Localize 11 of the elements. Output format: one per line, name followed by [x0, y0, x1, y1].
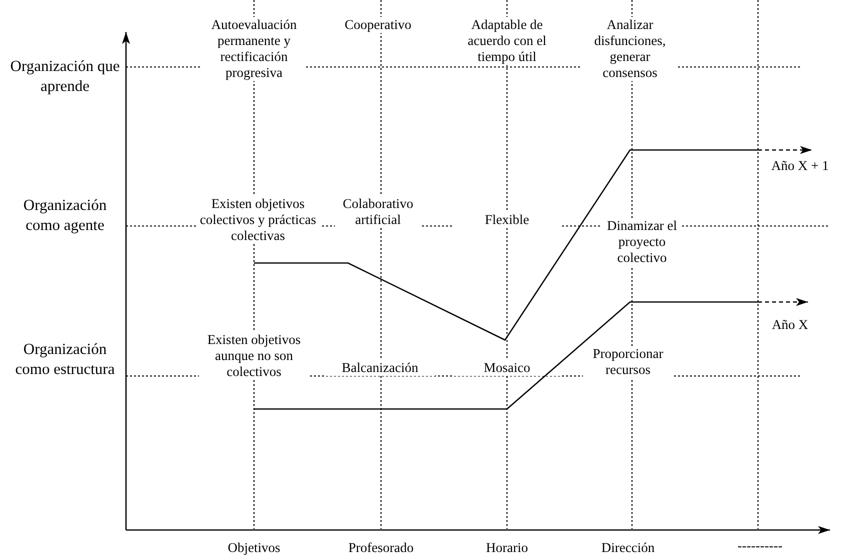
cell-text: Proporcionar recursos [583, 346, 673, 378]
level-label: Organización que aprende [9, 57, 121, 97]
cell-text: Existen objetivos colectivos y prácticas colectivas [196, 196, 320, 244]
cell-text: Autoevaluación permanente y rectificación progresiva [202, 17, 306, 81]
cell-text: Dinamizar el proyecto colectivo [602, 218, 682, 266]
cell-text: Existen objetivos aunque no son colectivos [199, 332, 309, 380]
cell-text: Flexible [452, 212, 562, 228]
cell-text: Mosaico [452, 360, 562, 376]
cell-text: Colaborativo artificial [335, 196, 421, 228]
cell-text: Analizar disfunciones, generar consensos [582, 17, 678, 81]
cell-text: Balcanización [325, 360, 435, 376]
